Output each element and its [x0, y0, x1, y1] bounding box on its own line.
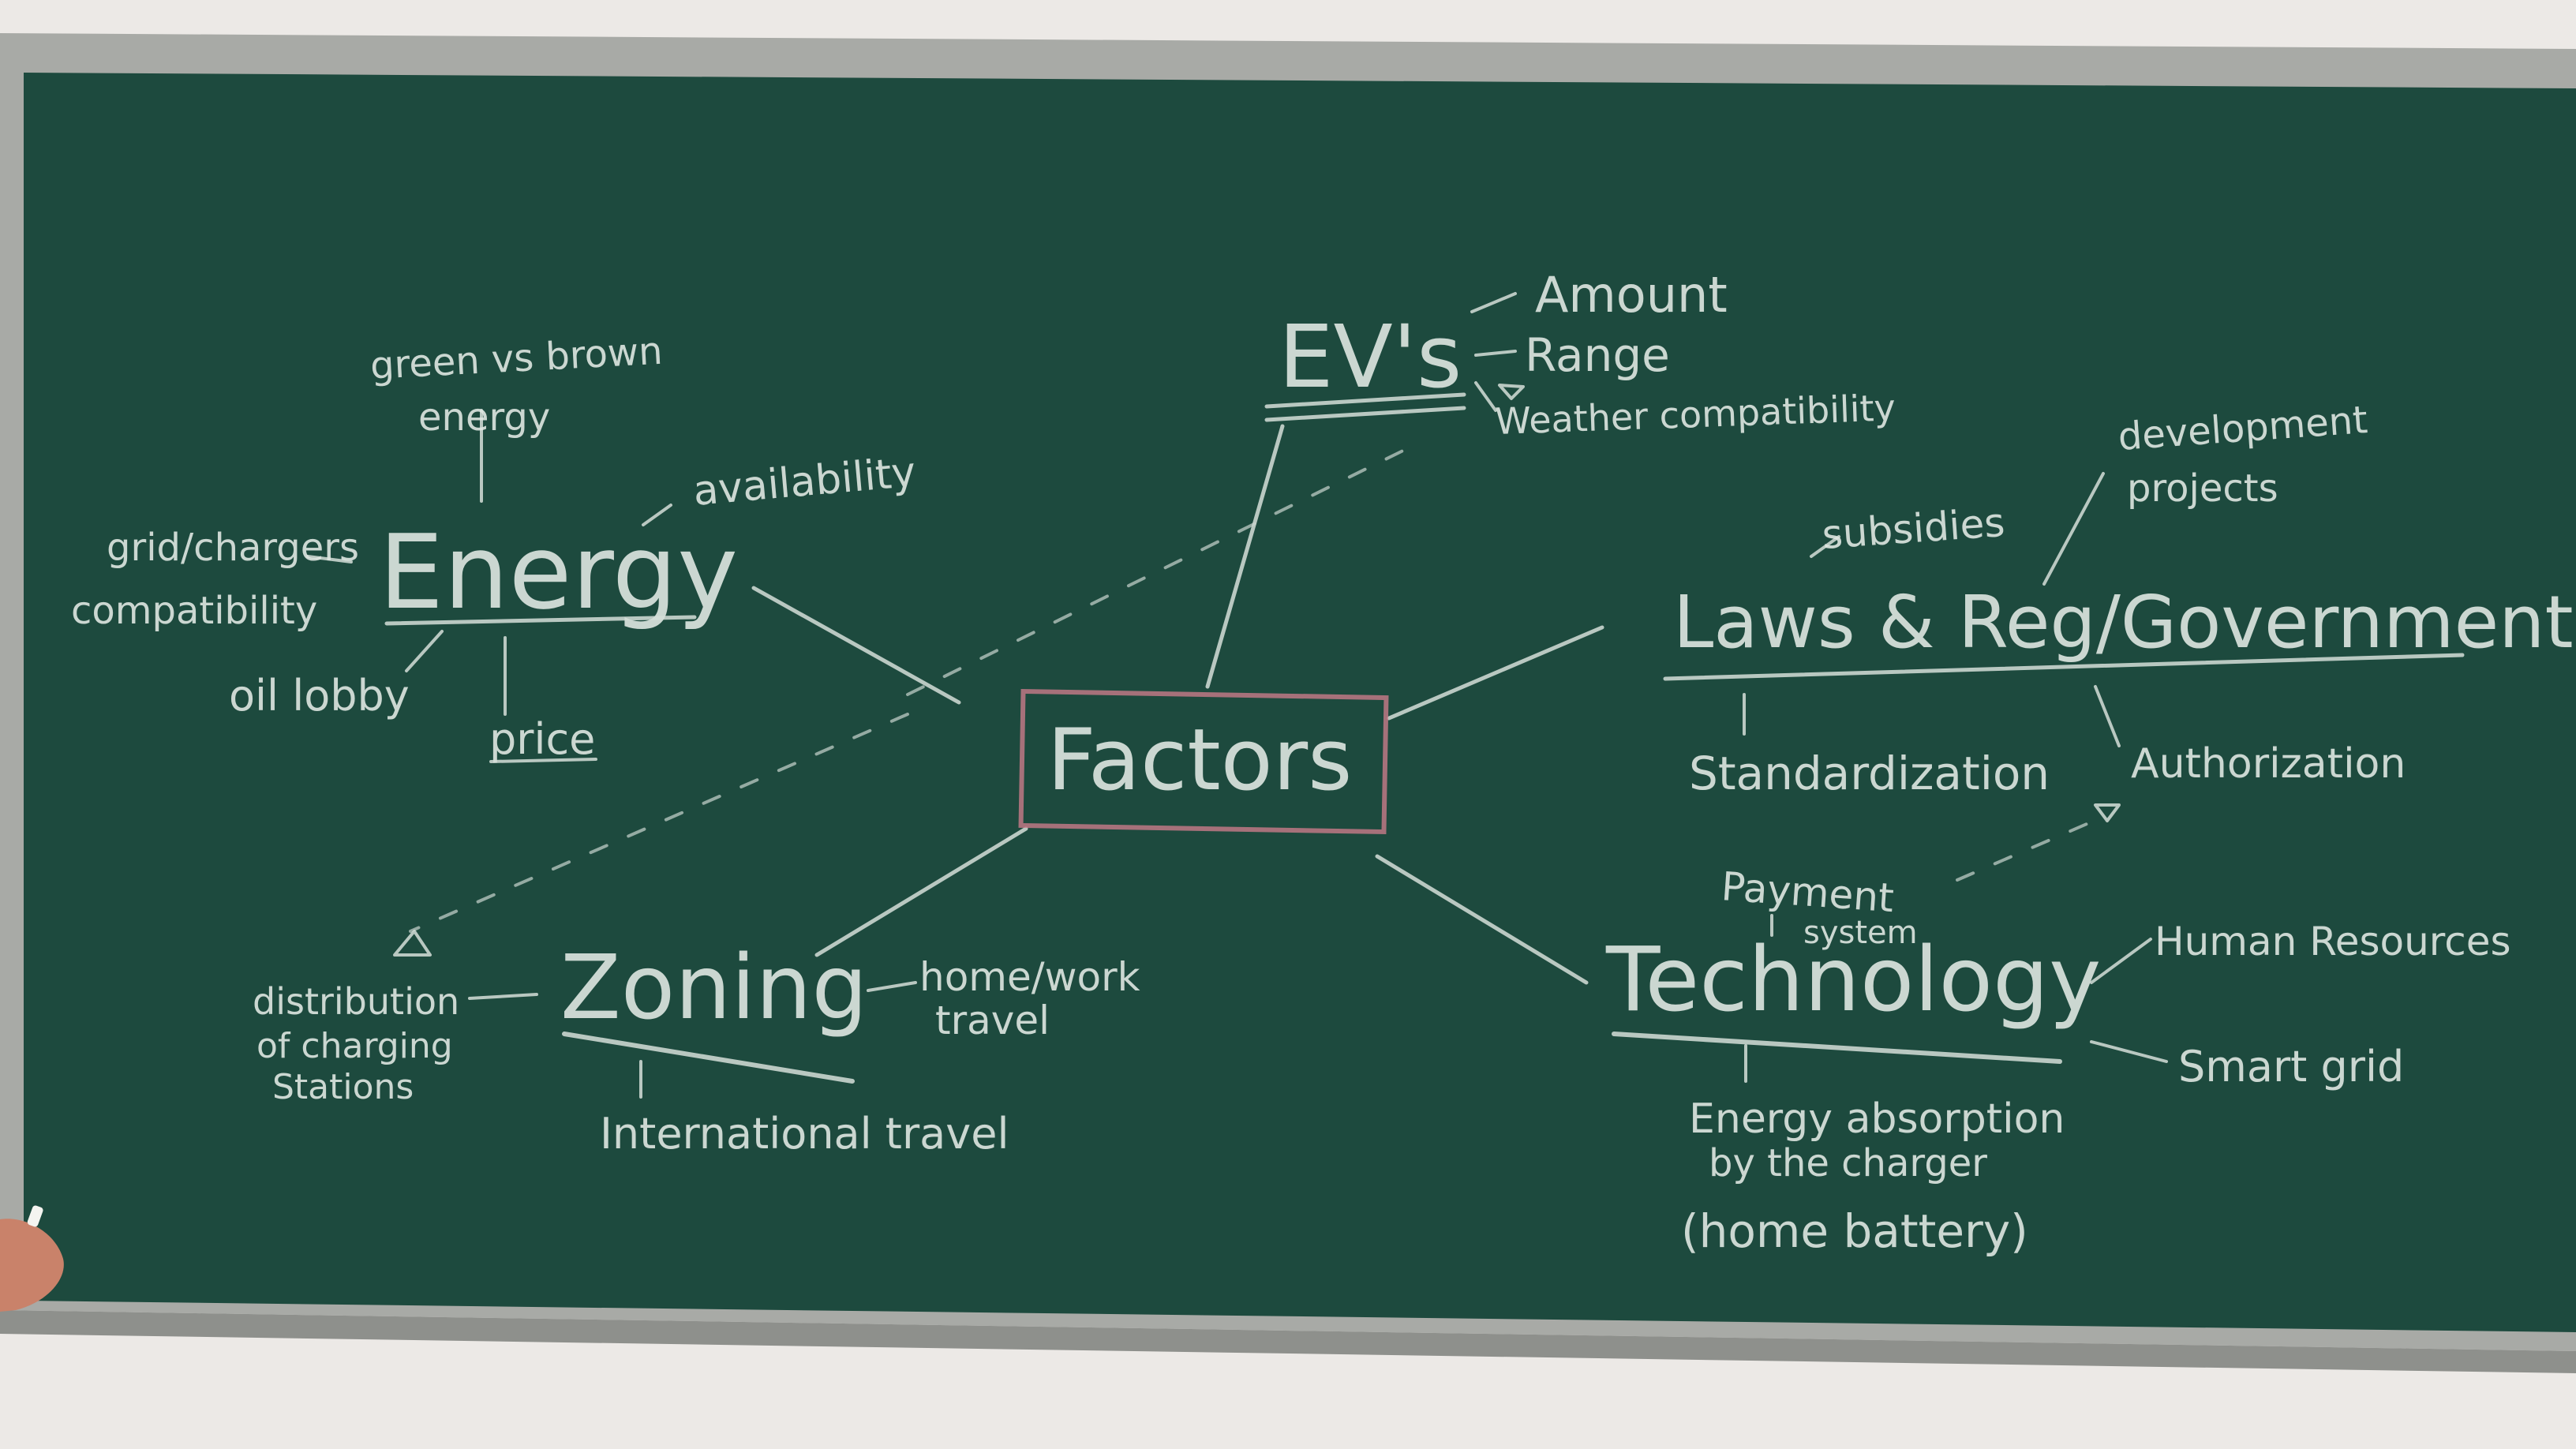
- laws-standardization: Standardization: [1689, 747, 2050, 800]
- triangle-marks: [393, 384, 2121, 957]
- zoning-travel: travel: [935, 998, 1050, 1043]
- connector-lines: [306, 292, 2168, 1099]
- laws-projects: projects: [2127, 466, 2278, 511]
- energy-compatibility: compatibility: [71, 589, 317, 633]
- hand-holding-chalk: [0, 1205, 64, 1312]
- zoning-stations: Stations: [272, 1067, 414, 1107]
- zoning-title: Zoning: [560, 937, 867, 1039]
- technology-smart-grid: Smart grid: [2178, 1042, 2404, 1091]
- evs-amount: Amount: [1535, 266, 1728, 324]
- zoning-international: International travel: [600, 1109, 1009, 1159]
- technology-energy-absorption: Energy absorption: [1689, 1095, 2065, 1143]
- chalkboard-surface: [24, 73, 2576, 1332]
- zoning-home-work: home/work: [919, 954, 1140, 1000]
- center-box: [1018, 688, 1389, 835]
- technology-title: Technology: [1605, 929, 2101, 1032]
- zoning-of-charging: of charging: [256, 1026, 453, 1066]
- center-label: Factors: [1047, 711, 1353, 810]
- technology-human-resources: Human Resources: [2155, 919, 2511, 964]
- technology-home-battery: (home battery): [1681, 1204, 2028, 1258]
- chalk-tray: [0, 1310, 2576, 1373]
- energy-title: Energy: [379, 512, 738, 632]
- evs-node: EV's Amount Range Weather compatibility: [1264, 266, 1896, 443]
- evs-title: EV's: [1279, 306, 1462, 407]
- technology-system: system: [1803, 915, 1918, 951]
- laws-authorization: Authorization: [2131, 740, 2406, 788]
- energy-price: price: [489, 714, 595, 764]
- laws-title: Laws & Reg/Government: [1673, 580, 2574, 665]
- evs-range: Range: [1525, 328, 1670, 382]
- zoning-node: distribution of charging Stations Zoning…: [253, 937, 1140, 1159]
- zoning-distribution: distribution: [253, 980, 459, 1023]
- energy-oil-lobby: oil lobby: [229, 671, 410, 721]
- technology-by-the-charger: by the charger: [1709, 1141, 1987, 1185]
- energy-grid: grid/chargers: [107, 526, 359, 570]
- energy-green-brown-energy: energy: [418, 395, 550, 440]
